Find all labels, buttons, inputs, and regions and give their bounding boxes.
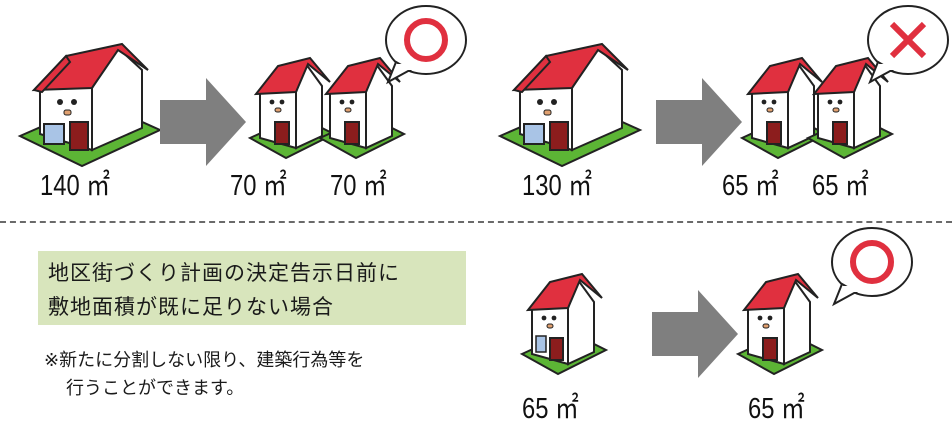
note-heading-line: 地区街づくり計画の決定告示日前に [48,261,400,285]
house-icon [737,273,823,375]
house-icon [519,272,609,376]
note-remark: ※新たに分割しない限り、建築行為等を [44,350,365,371]
area-label: 140 ㎡ [40,170,111,202]
note-remark: 行うことができます。 [66,378,245,399]
area-label: 65 ㎡ [748,393,805,425]
note-heading-line: 敷地面積が既に足りない場合 [48,295,334,319]
note-heading-box: 地区街づくり計画の決定告示日前に 敷地面積が既に足りない場合 [38,251,466,325]
area-label: 65 ㎡ [722,170,779,202]
arrow-right-icon [160,78,246,166]
area-label: 70 ㎡ [330,170,387,202]
arrow-right-icon [656,78,742,166]
arrow-right-icon [652,290,738,378]
cross-mark-icon [867,5,949,85]
house-icon [19,43,161,167]
area-label: 65 ㎡ [522,393,579,425]
area-label: 70 ㎡ [230,170,287,202]
circle-mark-icon [831,227,913,307]
circle-mark-icon [385,5,467,85]
house-icon [499,43,641,167]
section-divider [0,221,952,223]
area-label: 65 ㎡ [812,170,869,202]
area-label: 130 ㎡ [522,170,593,202]
